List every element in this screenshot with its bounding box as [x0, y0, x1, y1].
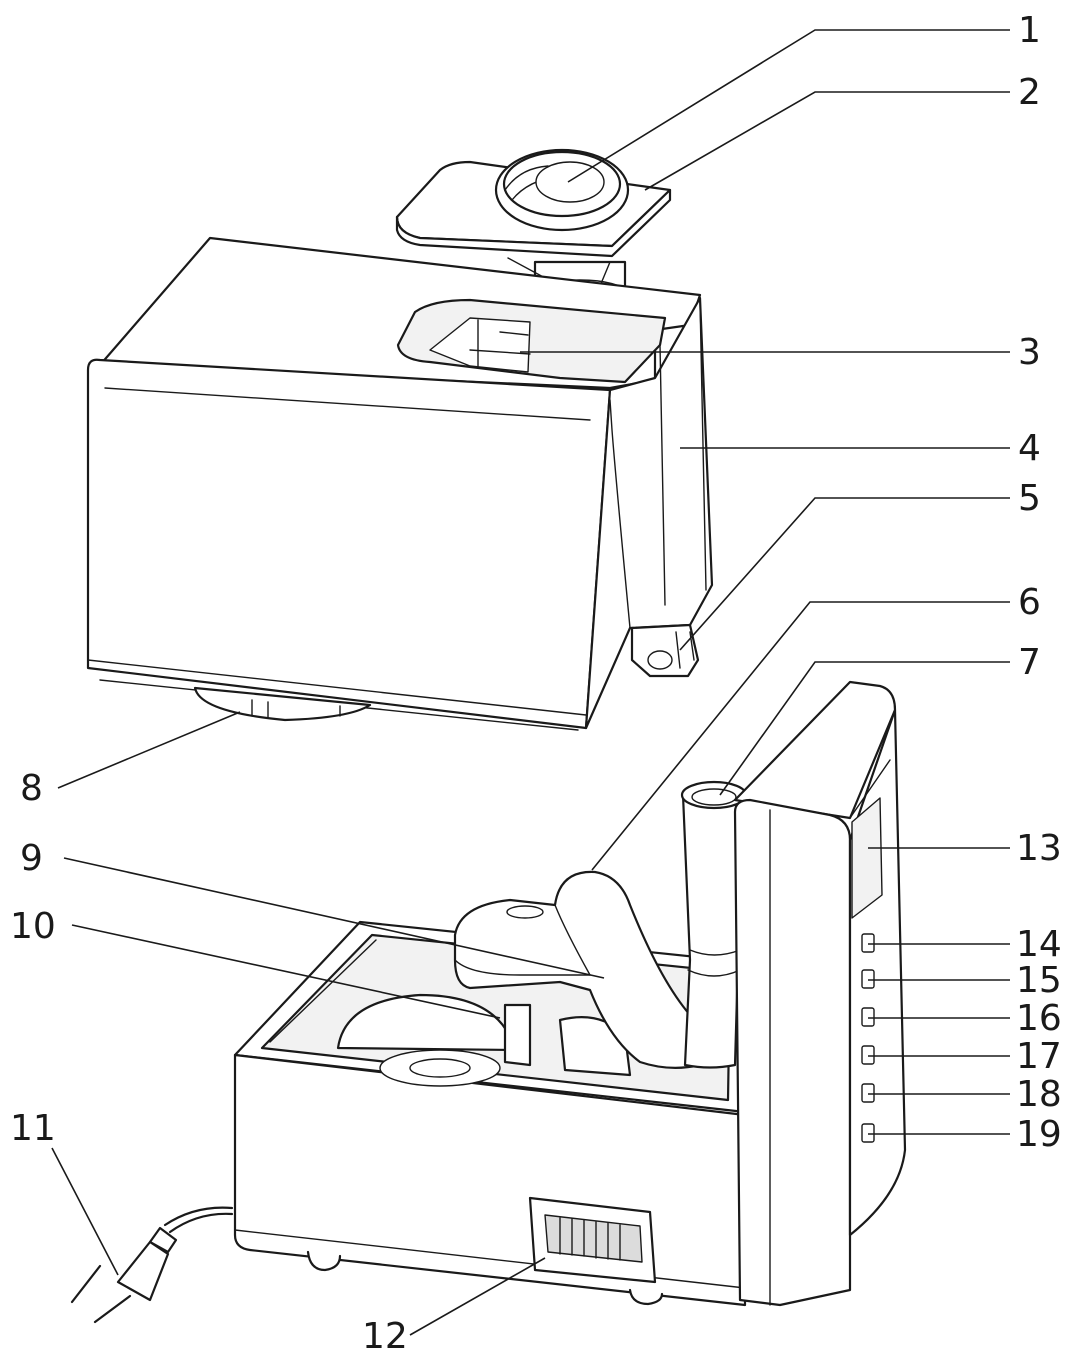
drain-tube [680, 780, 748, 1069]
control-tower [733, 680, 907, 1307]
label-4: 4 [1018, 428, 1041, 469]
power-cord [70, 1206, 234, 1324]
label-14: 14 [1016, 924, 1062, 965]
label-19: 19 [1016, 1114, 1062, 1155]
label-9: 9 [20, 838, 43, 879]
label-11: 11 [10, 1108, 56, 1149]
label-18: 18 [1016, 1074, 1062, 1115]
label-1: 1 [1018, 10, 1041, 51]
label-17: 17 [1016, 1036, 1062, 1077]
water-tank [86, 236, 714, 731]
label-16: 16 [1016, 998, 1062, 1039]
label-6: 6 [1018, 582, 1041, 623]
label-3: 3 [1018, 332, 1041, 373]
label-5: 5 [1018, 478, 1041, 519]
label-15: 15 [1016, 960, 1062, 1001]
mist-duct [453, 870, 702, 1069]
label-2: 2 [1018, 72, 1041, 113]
leader-lines [51, 29, 1010, 1336]
label-10: 10 [10, 906, 56, 947]
vent-grille [528, 1196, 657, 1284]
label-8: 8 [20, 768, 43, 809]
label-7: 7 [1018, 642, 1041, 683]
part-labels: 1 2 3 4 5 6 7 8 9 10 11 12 13 14 15 16 1… [10, 10, 1062, 1354]
label-13: 13 [1016, 828, 1062, 869]
label-12: 12 [362, 1316, 408, 1354]
